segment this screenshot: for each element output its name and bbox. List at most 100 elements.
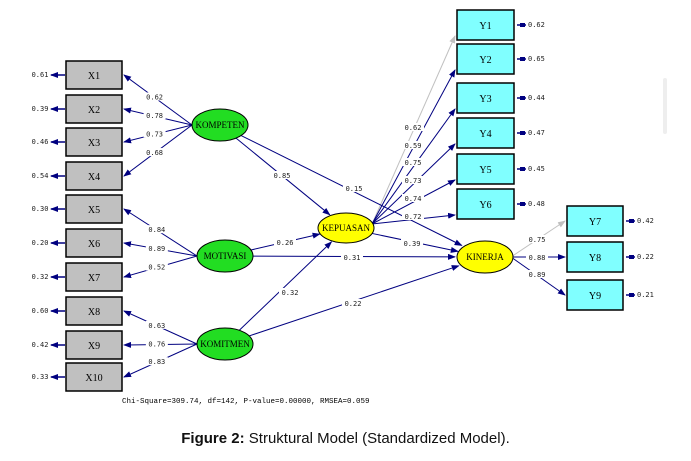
loading-value-x2: 0.78 [146, 112, 163, 120]
observed-box-y8 [566, 241, 624, 273]
observed-label-y9: Y9 [589, 291, 601, 302]
latent-kepuasan [317, 212, 375, 244]
error-head-y3 [520, 96, 525, 100]
observed-box-x5 [65, 194, 123, 224]
error-value-x7: 0.32 [32, 273, 49, 281]
error-value-y3: 0.44 [528, 94, 545, 102]
figure-caption: Figure 2: Struktural Model (Standardized… [0, 430, 691, 447]
label-bg [402, 141, 424, 149]
loading-value-y9: 0.89 [529, 271, 546, 279]
structural-value-kepuasan-kinerja: 0.39 [404, 240, 421, 248]
error-value-y9: 0.21 [637, 291, 654, 299]
structural-value-kompeten-kepuasan: 0.85 [274, 172, 291, 180]
observed-label-y4: Y4 [479, 129, 491, 140]
loading-value-x1: 0.62 [146, 94, 163, 102]
sem-path-diagram: X1X2X3X4X5X6X7X8X9X10Y1Y2Y3Y4Y5Y6Y7Y8Y9K… [32, 9, 654, 392]
observed-box-y5 [456, 153, 515, 185]
label-bg [401, 239, 423, 247]
observed-label-x2: X2 [88, 105, 100, 116]
scrollbar-remnant [663, 78, 667, 134]
observed-box-x2 [65, 94, 123, 124]
latent-motivasi [196, 239, 254, 273]
label-bg [526, 270, 548, 278]
loading-value-x6: 0.89 [148, 245, 165, 253]
label-bg [526, 253, 548, 261]
label-bg [402, 123, 424, 131]
label-bg [402, 158, 424, 166]
error-head-y4 [520, 131, 525, 135]
observed-box-y9 [566, 279, 624, 311]
observed-box-x9 [65, 330, 123, 360]
error-value-x8: 0.60 [32, 307, 49, 315]
observed-label-y5: Y5 [479, 165, 491, 176]
observed-box-x7 [65, 262, 123, 292]
observed-box-x6 [65, 228, 123, 258]
loading-value-y7: 0.75 [529, 236, 546, 244]
observed-label-y6: Y6 [479, 200, 491, 211]
label-bg [145, 357, 168, 366]
error-value-x3: 0.46 [32, 138, 49, 146]
loading-value-x7: 0.52 [148, 264, 165, 272]
label-bg [402, 194, 424, 202]
latent-kinerja [456, 240, 514, 274]
observed-label-x4: X4 [88, 172, 100, 183]
fit-statistics: Chi-Square=309.74, df=142, P-value=0.000… [122, 398, 370, 406]
loading-value-x10: 0.83 [148, 358, 165, 366]
latent-label-kepuasan: KEPUASAN [322, 223, 371, 233]
structural-value-kompeten-kinerja: 0.15 [346, 185, 363, 193]
label-bg [145, 225, 168, 234]
structural-value-motivasi-kinerja: 0.31 [344, 254, 361, 262]
error-value-x1: 0.61 [32, 71, 49, 79]
structural-value-komitmen-kepuasan: 0.32 [282, 289, 299, 297]
observed-label-x7: X7 [88, 273, 100, 284]
label-bg [145, 339, 168, 348]
error-value-y1: 0.62 [528, 21, 545, 29]
observed-box-y7 [566, 205, 624, 237]
observed-box-x3 [65, 127, 123, 157]
loading-value-y2: 0.59 [405, 142, 422, 150]
observed-label-x10: X10 [85, 373, 102, 384]
structural-path-komitmen-kepuasan [238, 241, 333, 331]
structural-value-komitmen-kinerja: 0.22 [345, 300, 362, 308]
latent-label-kinerja: KINERJA [466, 252, 504, 262]
observed-label-x8: X8 [88, 307, 100, 318]
error-value-y7: 0.42 [637, 217, 654, 225]
error-head-y6 [520, 202, 525, 206]
latent-label-kompeten: KOMPETEN [196, 120, 245, 130]
loading-value-y1: 0.62 [405, 124, 422, 132]
observed-label-y8: Y8 [589, 253, 601, 264]
label-bg [143, 129, 166, 138]
label-bg [143, 111, 166, 120]
error-value-x6: 0.20 [32, 239, 49, 247]
label-bg [145, 320, 168, 329]
observed-label-y2: Y2 [479, 55, 491, 66]
label-bg [402, 176, 424, 184]
latent-label-motivasi: MOTIVASI [204, 251, 247, 261]
error-value-y5: 0.45 [528, 165, 545, 173]
latent-komitmen [196, 327, 254, 361]
observed-box-x1 [65, 60, 123, 90]
loading-value-x4: 0.68 [146, 149, 163, 157]
label-bg [145, 262, 168, 271]
loading-path-y3 [371, 108, 456, 225]
observed-label-x9: X9 [88, 341, 100, 352]
error-value-x9: 0.42 [32, 341, 49, 349]
loading-value-x5: 0.84 [148, 226, 165, 234]
loading-value-y5: 0.74 [405, 195, 422, 203]
label-bg [143, 148, 166, 157]
label-bg [341, 253, 363, 261]
error-value-x4: 0.54 [32, 172, 49, 180]
observed-box-y4 [456, 117, 515, 149]
observed-box-y2 [456, 43, 515, 75]
latent-label-komitmen: KOMITMEN [200, 339, 250, 349]
label-bg [342, 299, 364, 307]
label-bg [343, 184, 365, 192]
loading-value-y4: 0.73 [405, 177, 422, 185]
observed-box-y6 [456, 188, 515, 220]
error-value-x10: 0.33 [32, 373, 49, 381]
observed-box-x8 [65, 296, 123, 326]
observed-label-x1: X1 [88, 71, 100, 82]
error-value-y2: 0.65 [528, 55, 545, 63]
loading-value-y3: 0.75 [405, 159, 422, 167]
observed-label-y3: Y3 [479, 94, 491, 105]
